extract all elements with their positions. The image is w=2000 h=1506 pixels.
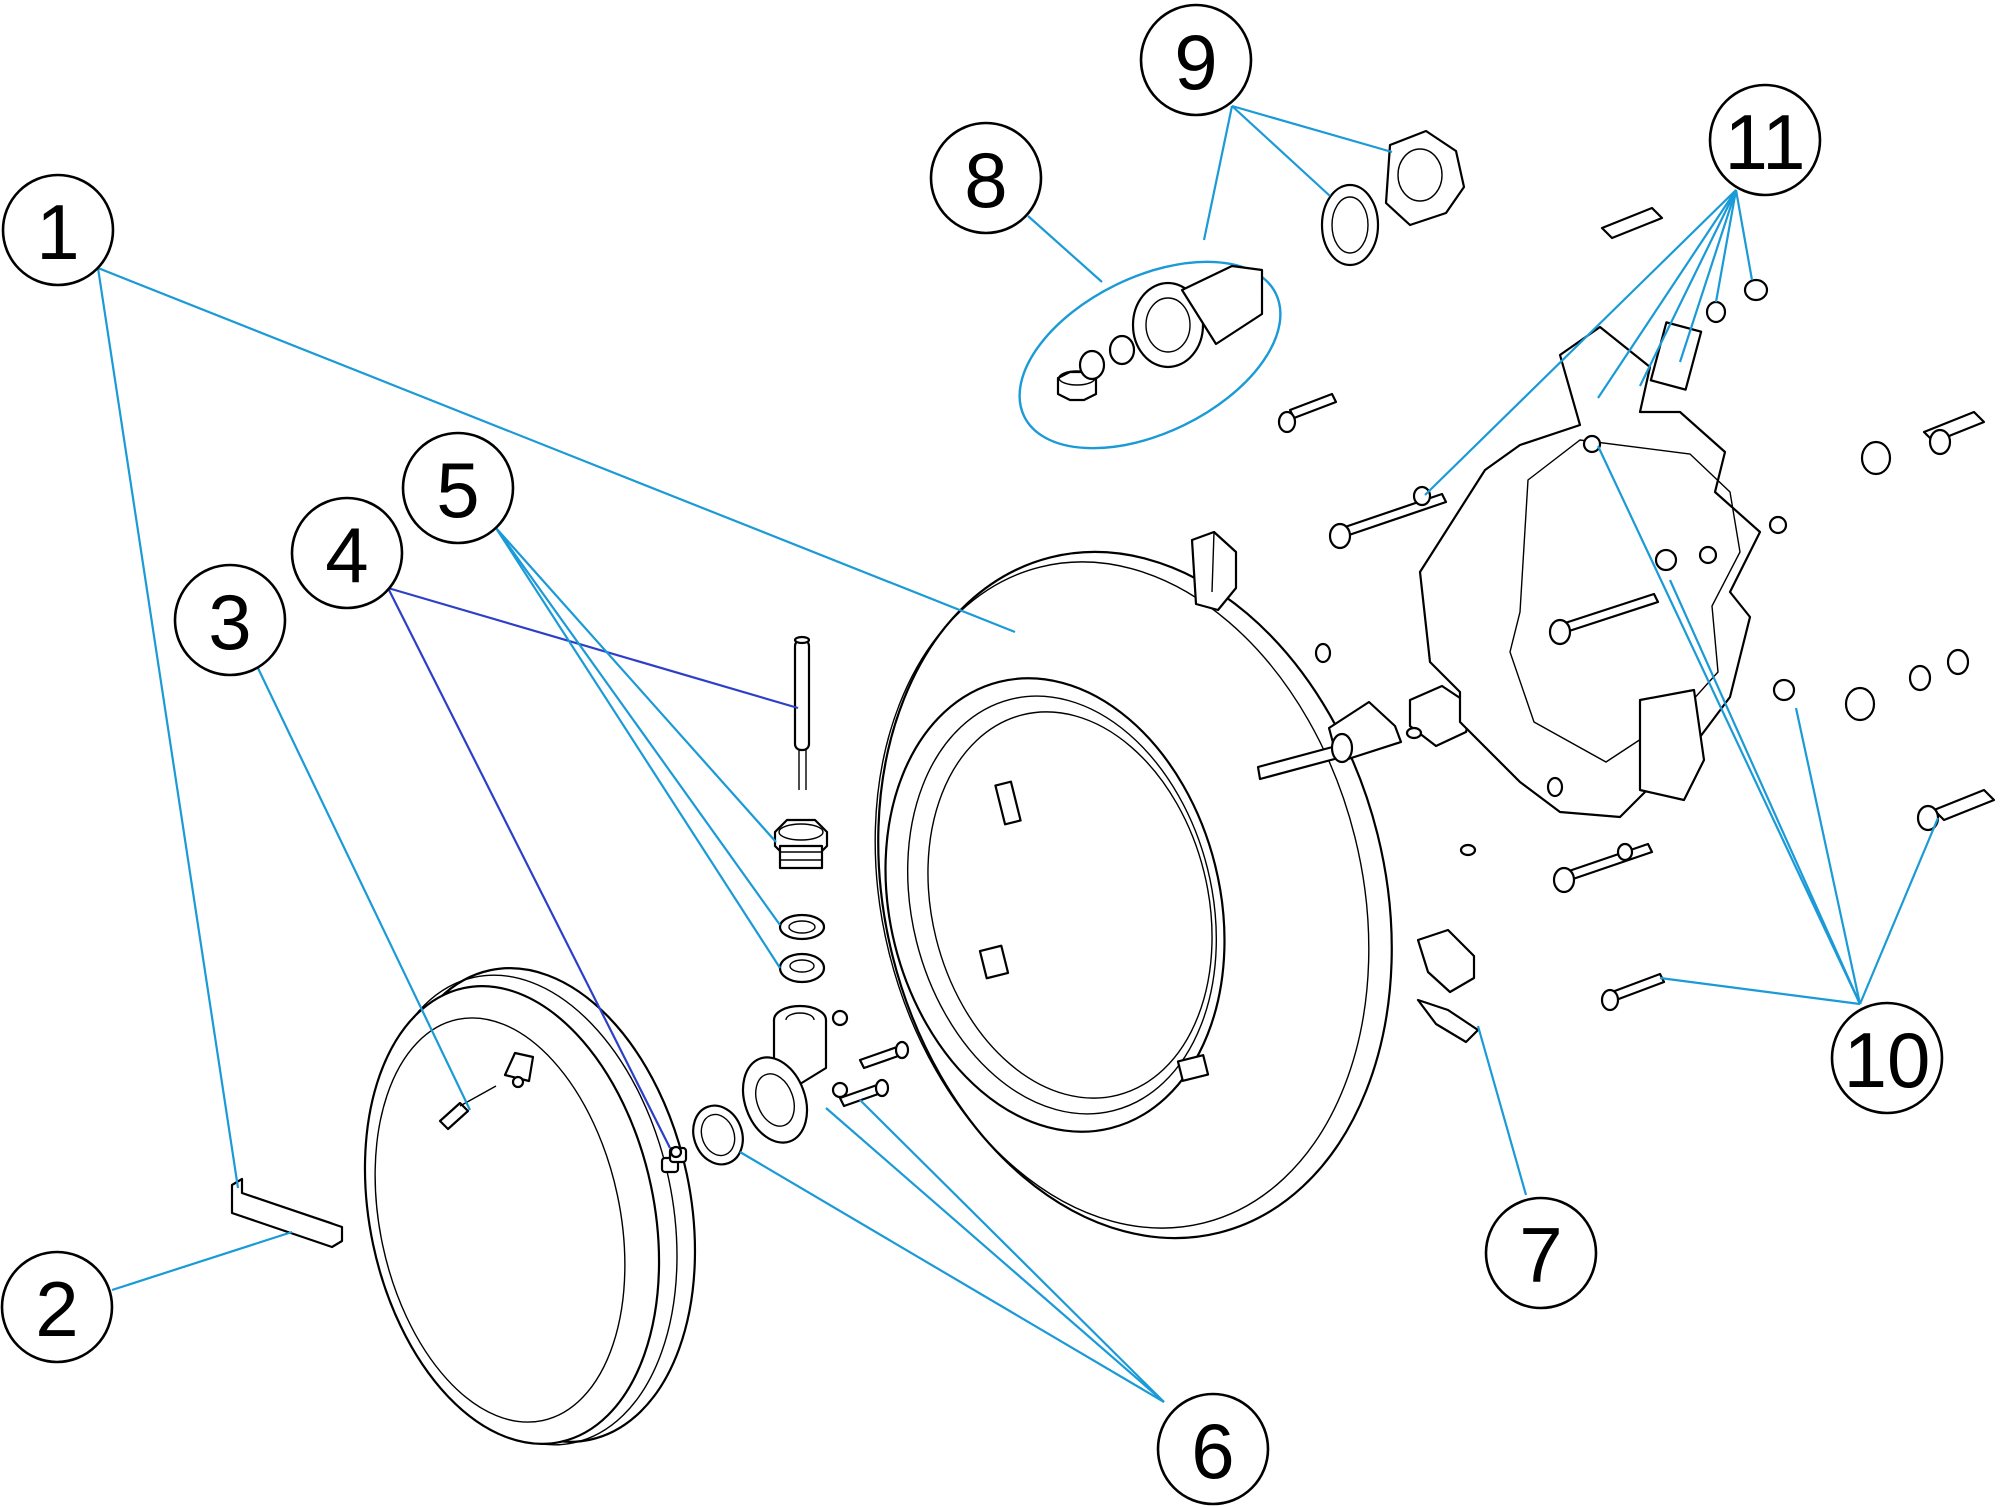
callout-5: 5 [401, 431, 515, 545]
leader-10-screw [1659, 976, 1861, 1006]
leader-9-adapter [1202, 105, 1234, 241]
trim-ring-part [874, 550, 1393, 1240]
callout-label-2: 2 [35, 1265, 78, 1353]
long-bolt-part [1256, 684, 1477, 857]
wall-plug-part [1600, 206, 1996, 832]
leader-4-pin [387, 586, 799, 710]
leader-7 [1476, 1025, 1528, 1196]
o-ring-part [692, 1104, 744, 1166]
elbow-screw-part [838, 1040, 910, 1108]
leader-10-d [1858, 817, 1940, 1005]
leader-11-d [1678, 189, 1738, 363]
leader-11-e [1714, 189, 1738, 303]
leader-8 [1027, 215, 1103, 283]
leader-lines [96, 104, 1940, 1403]
adapter-fitting-part [1018, 260, 1282, 450]
callout-2: 2 [0, 1250, 114, 1364]
callout-label-3: 3 [208, 578, 251, 666]
callout-label-6: 6 [1191, 1407, 1234, 1495]
leader-1-clip [96, 267, 240, 1189]
callout-label-8: 8 [964, 136, 1007, 224]
callout-label-11: 11 [1725, 98, 1806, 186]
callout-1: 1 [1, 173, 115, 287]
callout-label-7: 7 [1519, 1211, 1562, 1299]
leader-3 [255, 663, 471, 1111]
pin-tool-part [793, 635, 811, 790]
callout-label-4: 4 [325, 511, 368, 599]
leader-5-seal2 [495, 527, 781, 969]
lens-screw-part [660, 1145, 688, 1174]
lamp-lens-part [363, 967, 697, 1446]
callout-4: 4 [290, 496, 404, 610]
leader-4-screw [387, 587, 671, 1149]
callout-6: 6 [1156, 1392, 1270, 1506]
leader-6-elbow [825, 1107, 1165, 1403]
callout-label-10: 10 [1844, 1016, 1931, 1104]
leader-10-b [1668, 579, 1862, 1005]
leader-1-ring [97, 266, 1016, 634]
hex-nut-part [1320, 129, 1466, 267]
cable-gland-part [773, 818, 829, 984]
elbow-connector-part [741, 1004, 849, 1144]
leader-5-nut [495, 527, 777, 843]
callout-7: 7 [1484, 1196, 1598, 1310]
leader-2 [111, 1230, 293, 1292]
retaining-clip-part [1190, 530, 1480, 1044]
callout-10: 10 [1830, 1001, 1944, 1115]
clip-tool-part [230, 1177, 344, 1249]
leader-10-c [1794, 707, 1862, 1005]
callout-label-9: 9 [1174, 18, 1217, 106]
callout-3: 3 [173, 563, 287, 677]
callout-label-1: 1 [36, 188, 79, 276]
nut-washer-part [1412, 278, 1769, 862]
leader-9-nut [1231, 104, 1393, 154]
leader-5-seal1 [495, 527, 781, 926]
callout-label-5: 5 [436, 446, 479, 534]
callout-11: 11 [1708, 83, 1822, 197]
leader-9-washer [1231, 105, 1331, 197]
leader-11-f [1734, 189, 1754, 281]
leader-11-a [1424, 189, 1737, 496]
mounting-bracket-part [1418, 321, 1796, 819]
callout-9: 9 [1139, 3, 1253, 117]
leader-6-oring [739, 1151, 1165, 1403]
callout-8: 8 [929, 121, 1043, 235]
leader-10-a [1597, 445, 1861, 1005]
leader-6-screw [859, 1099, 1165, 1403]
leader-11-c [1639, 189, 1737, 387]
leader-11-b [1597, 189, 1737, 399]
